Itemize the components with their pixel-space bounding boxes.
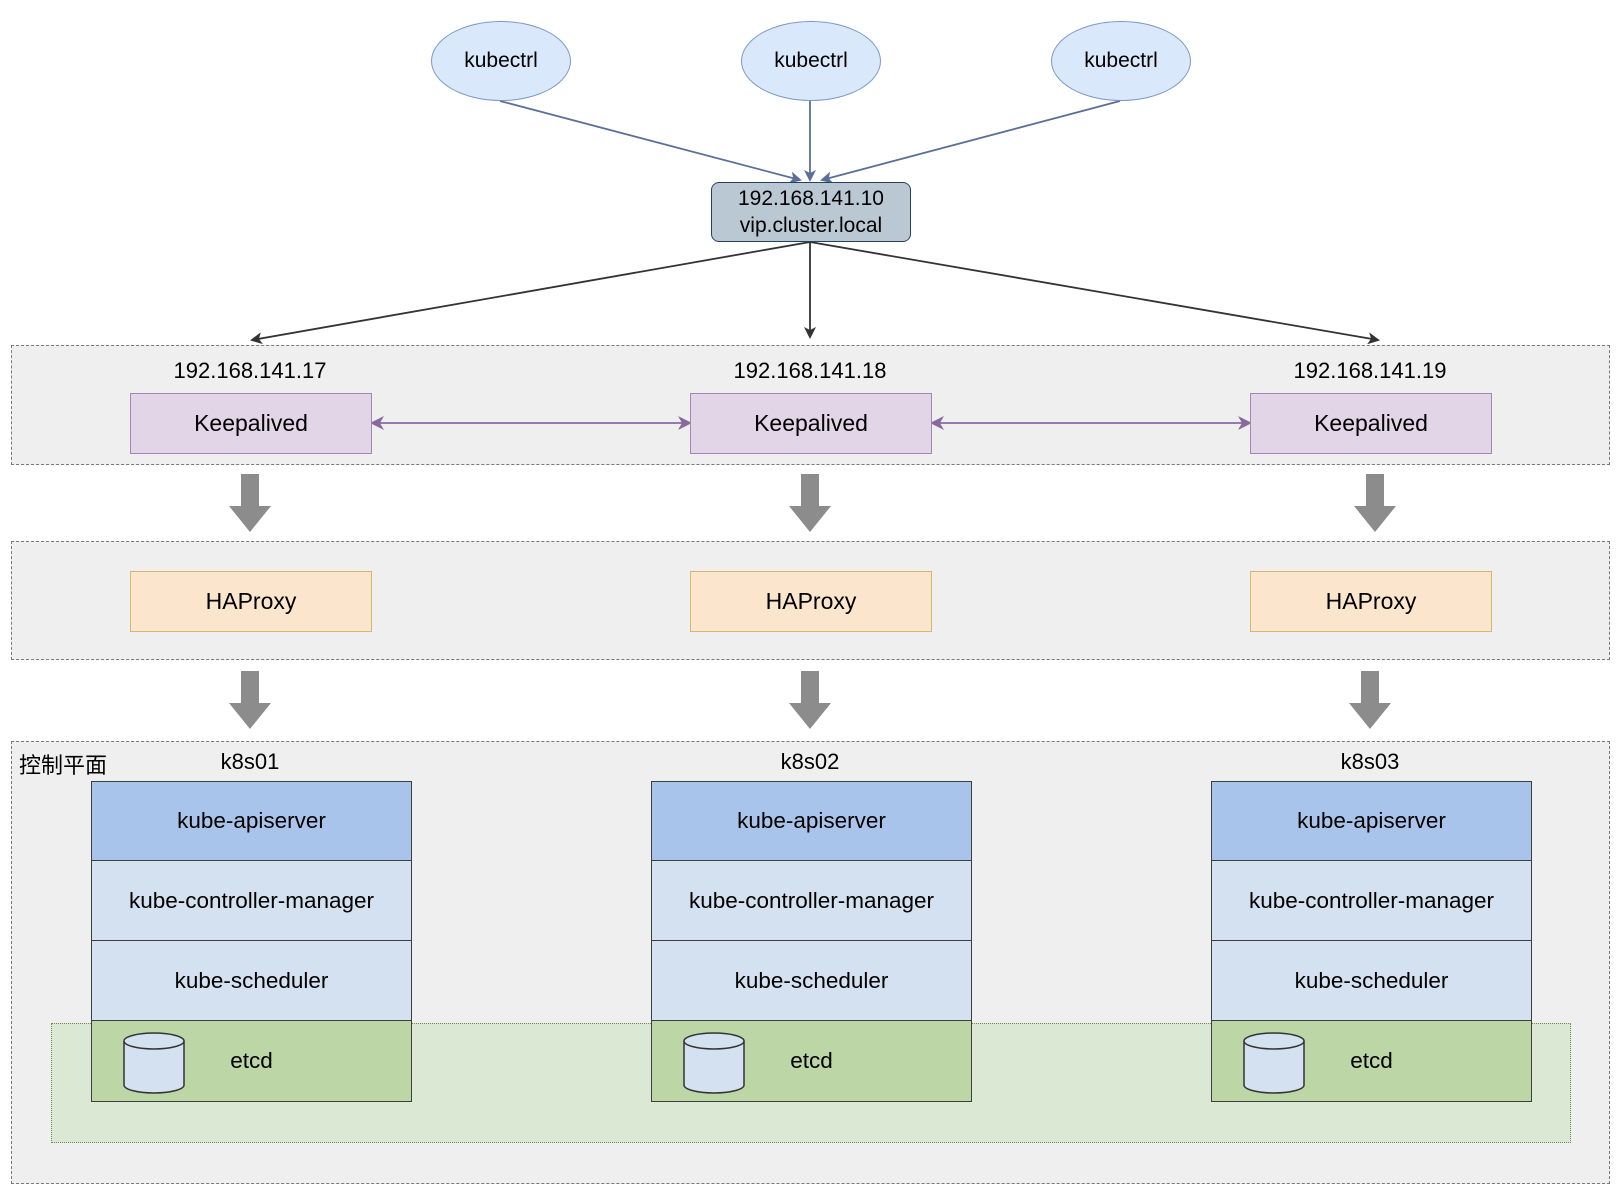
vip-to-node3-arrow [809, 241, 1380, 345]
haproxy-label: HAProxy [1325, 588, 1417, 614]
kubectrl-client-3: kubectrl [1051, 21, 1191, 101]
flow-arrows-haproxy-to-control-plane [229, 671, 1391, 729]
control-plane-label: 控制平面 [19, 753, 108, 778]
haproxy-box-1: HAProxy [130, 571, 372, 632]
component-label: kube-scheduler [174, 967, 329, 993]
keepalived-label: Keepalived [754, 410, 868, 436]
database-cylinder-icon [1243, 1032, 1305, 1094]
component-label: kube-apiserver [737, 808, 886, 833]
node-stack-k8s01: kube-apiserver kube-controller-manager k… [91, 781, 412, 1102]
kube-apiserver-block: kube-apiserver [651, 781, 972, 861]
client-label: kubectrl [1084, 49, 1158, 72]
haproxy-box-2: HAProxy [690, 571, 932, 632]
flow-arrows-keepalived-to-haproxy [229, 474, 1396, 532]
kube-scheduler-block: kube-scheduler [1211, 941, 1532, 1021]
flow-arrow-1 [229, 474, 271, 532]
keepalived-box-2: Keepalived [690, 393, 932, 454]
kube-scheduler-block: kube-scheduler [651, 941, 972, 1021]
vip-hostname: vip.cluster.local [739, 214, 883, 237]
vip-node: 192.168.141.10 vip.cluster.local [711, 182, 911, 242]
component-label: kube-controller-manager [1248, 887, 1495, 913]
vip-to-node1-arrow [250, 241, 811, 345]
node-ip-2: 192.168.141.18 [733, 358, 887, 383]
node-stack-k8s02: kube-apiserver kube-controller-manager k… [651, 781, 972, 1102]
flow-arrow-6 [1349, 671, 1391, 729]
flow-arrow-4 [229, 671, 271, 729]
haproxy-box-3: HAProxy [1250, 571, 1492, 632]
keepalived-box-1: Keepalived [130, 393, 372, 454]
kube-controller-manager-block: kube-controller-manager [91, 861, 412, 941]
database-cylinder-icon [683, 1032, 745, 1094]
kubectrl-client-1: kubectrl [431, 21, 571, 101]
keepalived-label: Keepalived [1314, 410, 1428, 436]
flow-arrow-5 [789, 671, 831, 729]
flow-arrow-2 [789, 474, 831, 532]
client3-to-vip-arrow [820, 100, 1121, 184]
kube-controller-manager-block: kube-controller-manager [651, 861, 972, 941]
node-name-k8s02: k8s02 [780, 749, 840, 774]
database-cylinder-icon [123, 1032, 185, 1094]
component-label: etcd [1350, 1048, 1393, 1073]
client-label: kubectrl [774, 49, 848, 72]
client-label: kubectrl [464, 49, 538, 72]
kube-scheduler-block: kube-scheduler [91, 941, 412, 1021]
node-name-k8s03: k8s03 [1340, 749, 1400, 774]
kube-apiserver-block: kube-apiserver [91, 781, 412, 861]
client1-to-vip-arrow [499, 100, 802, 184]
haproxy-label: HAProxy [765, 588, 857, 614]
haproxy-label: HAProxy [205, 588, 297, 614]
vip-ip: 192.168.141.10 [738, 187, 884, 210]
flow-arrow-3 [1354, 474, 1396, 532]
node-stack-k8s03: kube-apiserver kube-controller-manager k… [1211, 781, 1532, 1102]
kube-controller-manager-block: kube-controller-manager [1211, 861, 1532, 941]
keepalived-box-3: Keepalived [1250, 393, 1492, 454]
component-label: kube-apiserver [1297, 808, 1446, 833]
node-name-k8s01: k8s01 [220, 749, 280, 774]
component-label: etcd [790, 1048, 833, 1073]
component-label: kube-controller-manager [688, 887, 935, 913]
kubectrl-client-2: kubectrl [741, 21, 881, 101]
component-label: etcd [230, 1048, 273, 1073]
kube-apiserver-block: kube-apiserver [1211, 781, 1532, 861]
component-label: kube-scheduler [734, 967, 889, 993]
component-label: kube-scheduler [1294, 967, 1449, 993]
node-ip-1: 192.168.141.17 [173, 358, 327, 383]
component-label: kube-apiserver [177, 808, 326, 833]
node-ip-3: 192.168.141.19 [1293, 358, 1447, 383]
keepalived-label: Keepalived [194, 410, 308, 436]
component-label: kube-controller-manager [128, 887, 375, 913]
